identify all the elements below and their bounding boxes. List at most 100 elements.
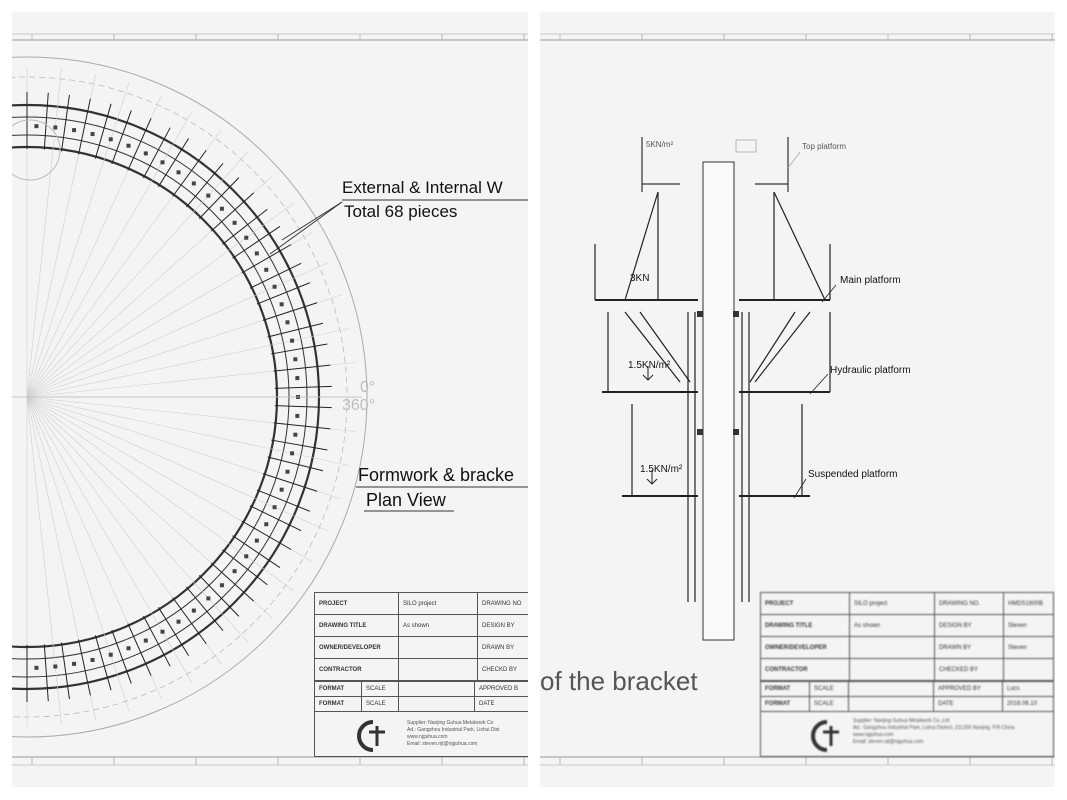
plan-radial-line	[26, 68, 62, 398]
plan-radial-line	[26, 396, 193, 683]
tb-drawing-no-label: DRAWING NO	[477, 592, 528, 615]
bracket-diagonal	[624, 311, 681, 383]
bracket-marker	[219, 583, 224, 588]
formwork-panel-joint	[111, 110, 132, 165]
bracket-marker	[34, 665, 39, 670]
angle-label-0: 0°	[360, 379, 376, 396]
tb-r-drawn-by-value: Steven	[1003, 636, 1054, 659]
tb-design-by-label: DESIGN BY	[477, 614, 528, 637]
plan-radial-line	[26, 396, 329, 532]
formwork-panel-joint	[142, 615, 171, 667]
plan-view-drawing	[12, 33, 528, 766]
bracket-marker	[295, 376, 300, 381]
bracket-marker	[279, 302, 284, 307]
supplier-line2: Ad.: Gangzhou Industrial Park, Lishui Di…	[407, 727, 500, 733]
supplier-r-line3: www.njguhua.com	[853, 732, 894, 738]
bracket-marker	[90, 132, 95, 137]
label-load-suspended: 1.5KN/m²	[640, 464, 683, 475]
label-main-platform: Main platform	[840, 275, 901, 286]
tb-r-checked-by-label: CHECKED BY	[934, 658, 1004, 681]
tb-r-scale-label-2: SCALE	[809, 696, 849, 712]
plan-radial-line	[26, 396, 350, 466]
bracket-marker	[34, 124, 39, 129]
formwork-panel-joint	[43, 644, 49, 702]
tb-format-label-2: FORMAT	[314, 696, 362, 712]
formwork-panel-joint	[271, 343, 328, 355]
tb-r-drawing-title-value: As shown	[849, 614, 935, 637]
tb-r-scale-label: SCALE	[809, 681, 849, 697]
supplier-line1: Supplier: Nanjing Guhua Metalwork Co	[407, 720, 494, 726]
bracket-marker	[285, 320, 290, 325]
label-leader	[787, 151, 801, 169]
label-suspended-platform: Suspended platform	[808, 469, 898, 480]
bracket-marker	[244, 554, 249, 559]
bracket-diagonal	[749, 311, 796, 383]
bracket-marker	[285, 469, 290, 474]
tb-r-drawing-title-label: DRAWING TITLE	[760, 614, 850, 637]
bracket-marker	[219, 206, 224, 211]
view-title-line1: Formwork & bracke	[358, 465, 515, 485]
formwork-panel-joint	[271, 439, 328, 451]
bracket-marker	[206, 596, 211, 601]
formwork-panel-joint	[249, 262, 302, 289]
formwork-panel-joint	[249, 505, 302, 532]
bracket-marker	[90, 657, 95, 662]
label-leader	[821, 284, 837, 303]
formwork-panel-joint	[186, 163, 224, 208]
formwork-panel-joint	[262, 302, 318, 321]
tb-r-owner-label: OWNER/DEVELOPER	[760, 636, 850, 659]
formwork-panel-joint	[111, 629, 132, 684]
wall-anchor-node	[697, 429, 703, 435]
bracket-marker	[254, 538, 259, 543]
bracket-diagonal	[773, 191, 826, 301]
plan-radial-line	[26, 396, 295, 592]
wall-anchor-node	[733, 429, 739, 435]
bracket-marker	[254, 251, 259, 256]
label-load-hydraulic: 1.5KN/m²	[628, 360, 671, 371]
tb-r-design-by-value: Steven	[1003, 614, 1054, 637]
formwork-panel-joint	[157, 138, 190, 187]
formwork-panel-joint	[222, 208, 268, 245]
plan-radial-line	[26, 83, 130, 398]
bracket-marker	[72, 661, 77, 666]
tb-r-approved-value: Lucs	[1002, 681, 1054, 697]
wall-annotation-line1: External & Internal W	[342, 178, 503, 197]
formwork-panel-joint	[267, 456, 324, 472]
tb-contractor-label: CONTRACTOR	[314, 658, 399, 681]
formwork-panel-joint	[232, 535, 281, 568]
formwork-panel-joint	[127, 118, 152, 171]
bracket-marker	[272, 505, 277, 510]
bracket-marker	[293, 357, 298, 362]
tb-date-label: DATE	[474, 696, 528, 712]
formwork-panel-joint	[222, 549, 268, 586]
label-leader	[793, 478, 807, 499]
company-logo-right	[811, 720, 839, 752]
bracket-marker	[191, 181, 196, 186]
load-arrow	[642, 366, 654, 381]
wall-annotation-line2: Total 68 pieces	[344, 202, 458, 221]
bracket-marker	[53, 664, 58, 669]
wall-anchor-node	[733, 311, 739, 317]
tb-r-approved-label: APPROVED BY	[933, 681, 1003, 697]
bracket-caption: of the bracket	[540, 666, 698, 696]
bracket-marker	[108, 652, 113, 657]
tb-project-value: SILO project	[398, 592, 478, 615]
tb-r-drawing-no-value: HMDS1600B	[1003, 592, 1054, 615]
tb-scale-label-2: SCALE	[361, 696, 399, 712]
plan-radial-line	[26, 396, 130, 711]
tb-r-date-value: 2016.06.10	[1002, 696, 1054, 712]
formwork-panel-joint	[43, 92, 49, 150]
bracket-marker	[176, 170, 181, 175]
tb-drawn-by-label: DRAWN BY	[477, 636, 528, 659]
formwork-panel-joint	[157, 607, 190, 656]
load-arrow	[646, 470, 658, 485]
formwork-panel-joint	[78, 98, 91, 155]
plan-radial-line	[26, 262, 329, 398]
plan-ring-circle	[12, 56, 368, 738]
formwork-panel-joint	[198, 575, 240, 617]
plan-radial-line	[26, 111, 193, 398]
formwork-panel-joint	[274, 405, 332, 409]
bracket-marker	[176, 619, 181, 624]
company-logo	[357, 720, 385, 752]
leader-line	[269, 201, 343, 255]
